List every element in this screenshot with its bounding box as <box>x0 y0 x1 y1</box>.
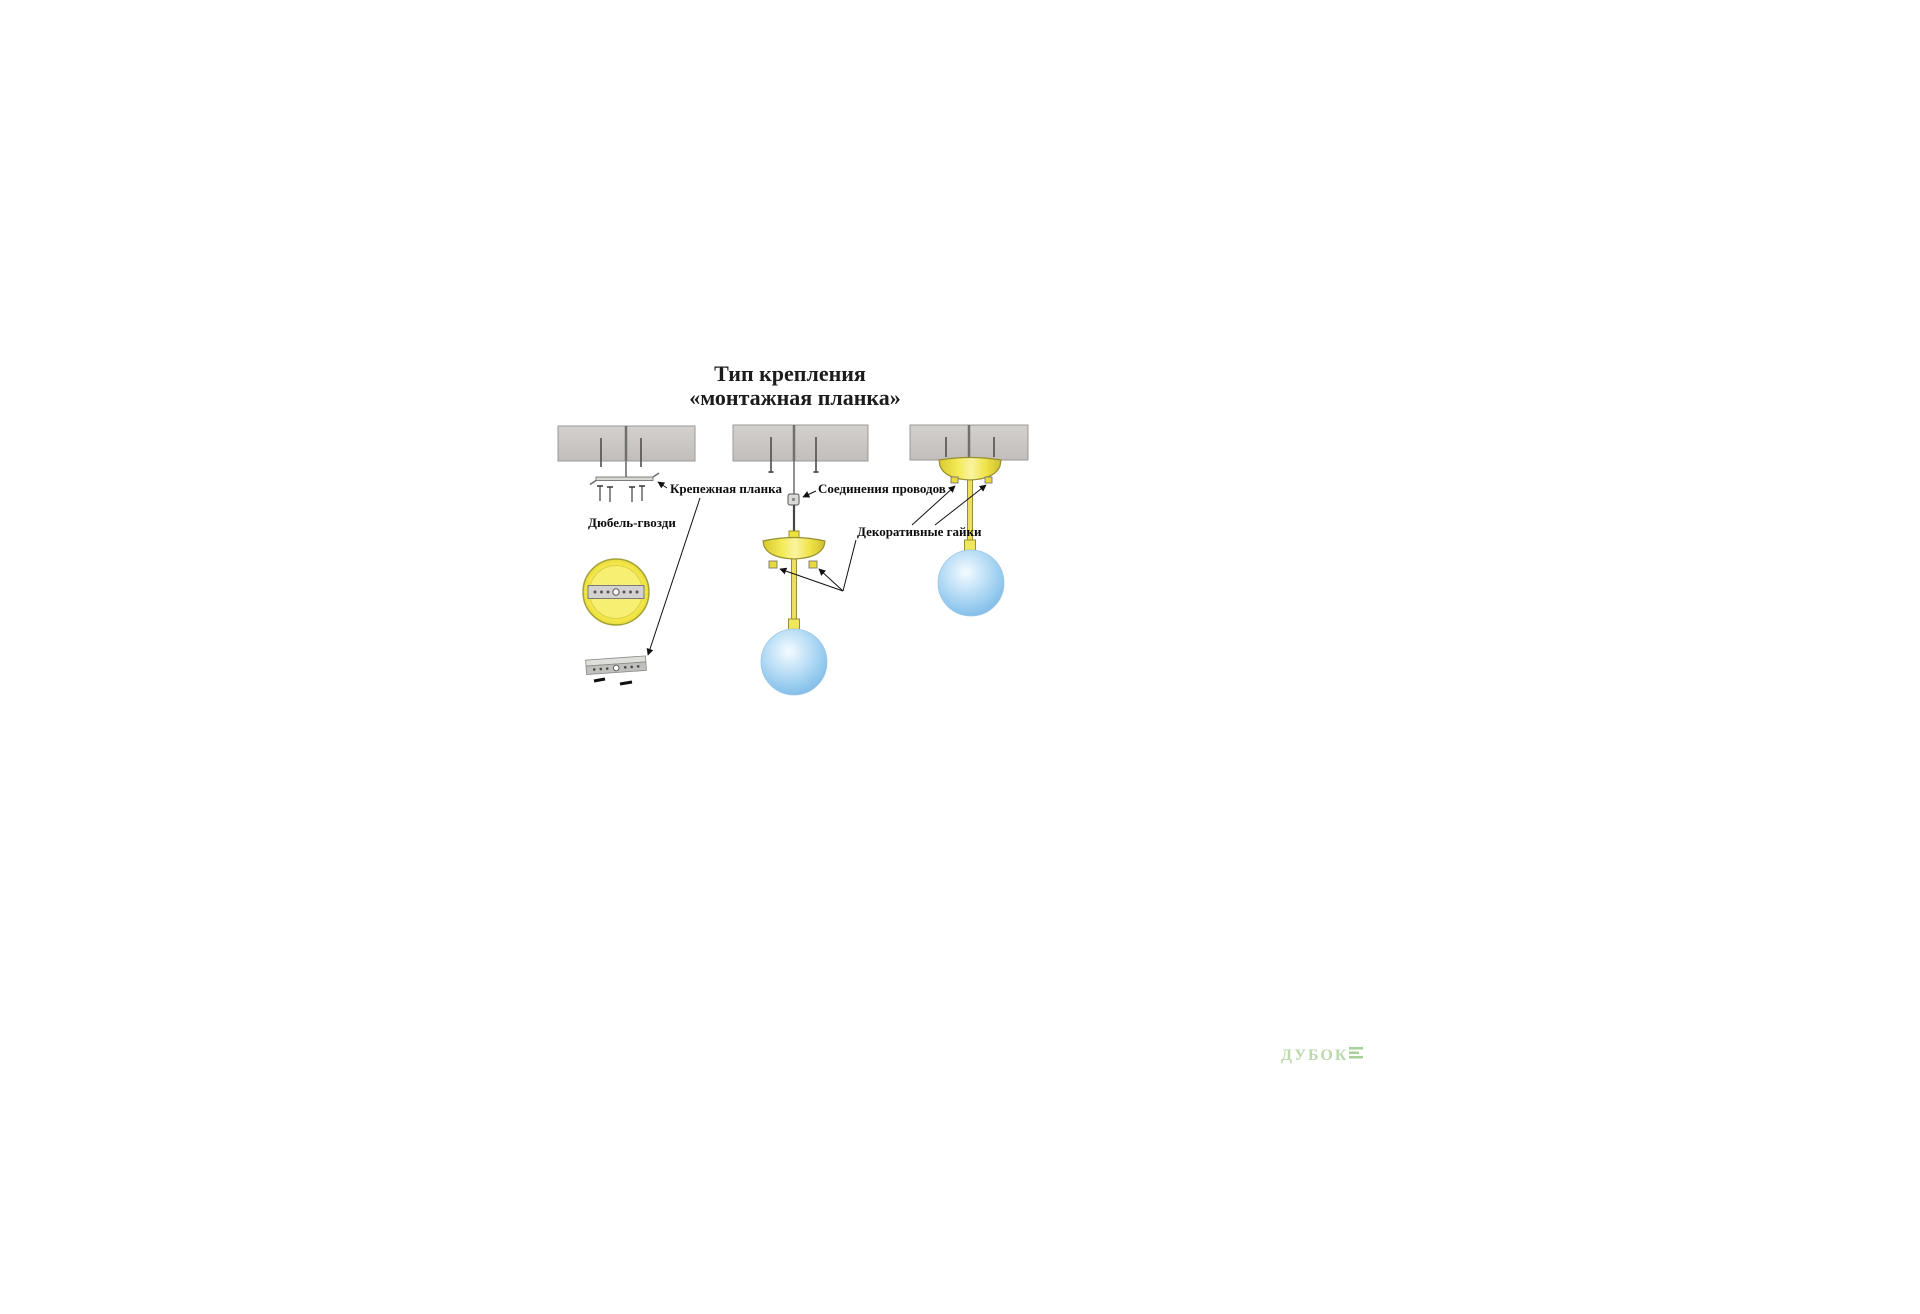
watermark-lines-icon <box>1349 1056 1363 1059</box>
decorative-nut <box>768 560 778 569</box>
panel-right-finished <box>909 424 1029 617</box>
plate-hole <box>629 590 632 594</box>
watermark-lines-icon <box>1349 1051 1359 1054</box>
mounting-bar-tip-left <box>589 479 597 486</box>
lamp-globe <box>937 549 1005 617</box>
lamp-stem <box>791 558 797 622</box>
strip-center-hole <box>612 664 620 672</box>
strip-hole <box>636 665 640 668</box>
strip-hole <box>630 665 633 669</box>
canopy-dome <box>938 456 1002 481</box>
screw <box>619 680 633 686</box>
label-mounting-plate: Крепежная планка <box>670 481 782 496</box>
plate-hole <box>593 590 597 594</box>
decorative-nut <box>950 476 959 484</box>
junction-dot <box>791 497 796 502</box>
mounting-bar-body <box>595 476 654 481</box>
watermark-lines-icon <box>1349 1047 1363 1050</box>
plate-hole <box>600 590 603 594</box>
strip-hole <box>623 666 627 669</box>
callout-line-decorative-nuts <box>842 539 857 592</box>
strip-hole <box>599 667 603 671</box>
arrow-to-nut-right-right <box>934 484 987 526</box>
arrow-to-nut-right-left <box>911 485 956 526</box>
plate-hole <box>622 590 626 594</box>
mounting-bar <box>589 472 660 486</box>
diagram-title-line1: Тип крепления <box>714 361 866 386</box>
globe-connector <box>964 539 976 552</box>
label-decorative-nuts: Декоративные гайки <box>857 524 982 539</box>
canopy-bottom-view <box>582 558 650 626</box>
screw <box>593 677 606 683</box>
dowel-nails <box>597 485 645 502</box>
mounting-bar-tip-right <box>652 472 660 478</box>
watermark: ДУБОК <box>1281 1047 1363 1064</box>
label-wire-connections: Соединения проводов <box>818 481 946 496</box>
strip-hole <box>592 668 596 671</box>
ceiling-section <box>732 424 869 462</box>
arrow-to-mounting-strip <box>646 497 701 656</box>
mounting-strip <box>585 655 647 676</box>
diagram-title-line2: «монтажная планка» <box>689 385 901 410</box>
decorative-nut <box>984 476 993 484</box>
callouts: Крепежная планка Дюбель-гвозди Соединени… <box>588 481 987 656</box>
arrow-to-nut-middle-left <box>779 567 844 592</box>
plate-hole <box>606 590 610 594</box>
canopy-dome <box>762 536 826 560</box>
decorative-nut <box>808 560 818 569</box>
arrow-to-mounting-bar <box>657 481 668 489</box>
arrow-to-nut-middle-right <box>818 568 844 592</box>
strip-hole <box>605 667 609 670</box>
panel-left-mounting-parts <box>557 425 696 686</box>
globe-connector <box>788 618 800 631</box>
arrow-to-junction-box <box>802 490 817 498</box>
watermark-text: ДУБОК <box>1281 1047 1348 1064</box>
plate-center-hole <box>612 588 620 596</box>
plate-hole <box>635 590 639 594</box>
lamp-globe <box>760 628 828 696</box>
label-dowel-nails: Дюбель-гвозди <box>588 515 676 530</box>
panel-middle-assembly <box>732 424 869 696</box>
